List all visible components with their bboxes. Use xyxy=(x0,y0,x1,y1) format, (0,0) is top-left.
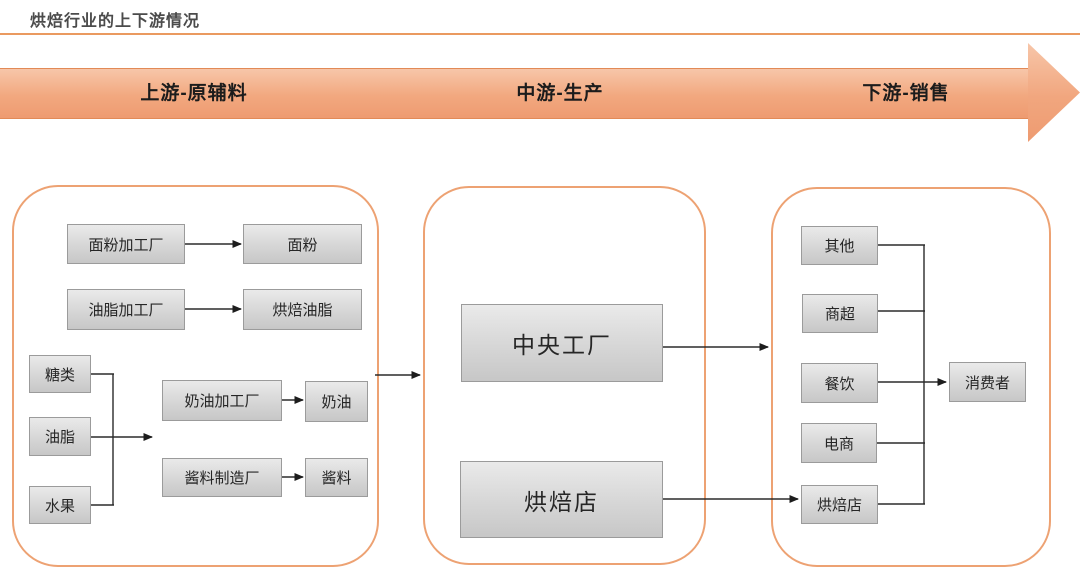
node-cream: 奶油 xyxy=(305,381,368,422)
upstream-container xyxy=(12,185,379,567)
node-flour: 面粉 xyxy=(243,224,362,264)
page-title: 烘焙行业的上下游情况 xyxy=(30,13,201,30)
process-arrow-banner: 上游-原辅料 中游-生产 下游-销售 xyxy=(0,68,1028,119)
node-sauce-factory: 酱料制造厂 xyxy=(162,458,282,497)
node-cream-factory: 奶油加工厂 xyxy=(162,380,282,421)
downstream-container xyxy=(771,187,1051,567)
midstream-container xyxy=(423,186,706,565)
node-other: 其他 xyxy=(801,226,878,265)
banner-label-upstream: 上游-原辅料 xyxy=(140,83,248,104)
node-sauce: 酱料 xyxy=(305,458,368,497)
node-central-factory: 中央工厂 xyxy=(461,304,663,382)
node-consumer: 消费者 xyxy=(949,362,1026,402)
node-ecommerce: 电商 xyxy=(801,423,877,463)
node-sugar: 糖类 xyxy=(29,355,91,393)
process-arrow-head-icon xyxy=(1028,43,1080,142)
node-bakery-store: 烘焙店 xyxy=(801,485,878,524)
node-flour-factory: 面粉加工厂 xyxy=(67,224,185,264)
node-baking-fat: 烘焙油脂 xyxy=(243,289,362,330)
node-bakery-mid: 烘焙店 xyxy=(460,461,663,538)
banner-label-downstream: 下游-销售 xyxy=(862,83,950,104)
node-fat-factory: 油脂加工厂 xyxy=(67,289,185,330)
node-fat: 油脂 xyxy=(29,417,91,456)
title-divider xyxy=(0,33,1080,35)
node-catering: 餐饮 xyxy=(801,363,878,403)
node-supermarket: 商超 xyxy=(802,294,878,333)
banner-label-midstream: 中游-生产 xyxy=(516,83,604,104)
node-fruit: 水果 xyxy=(29,486,91,524)
